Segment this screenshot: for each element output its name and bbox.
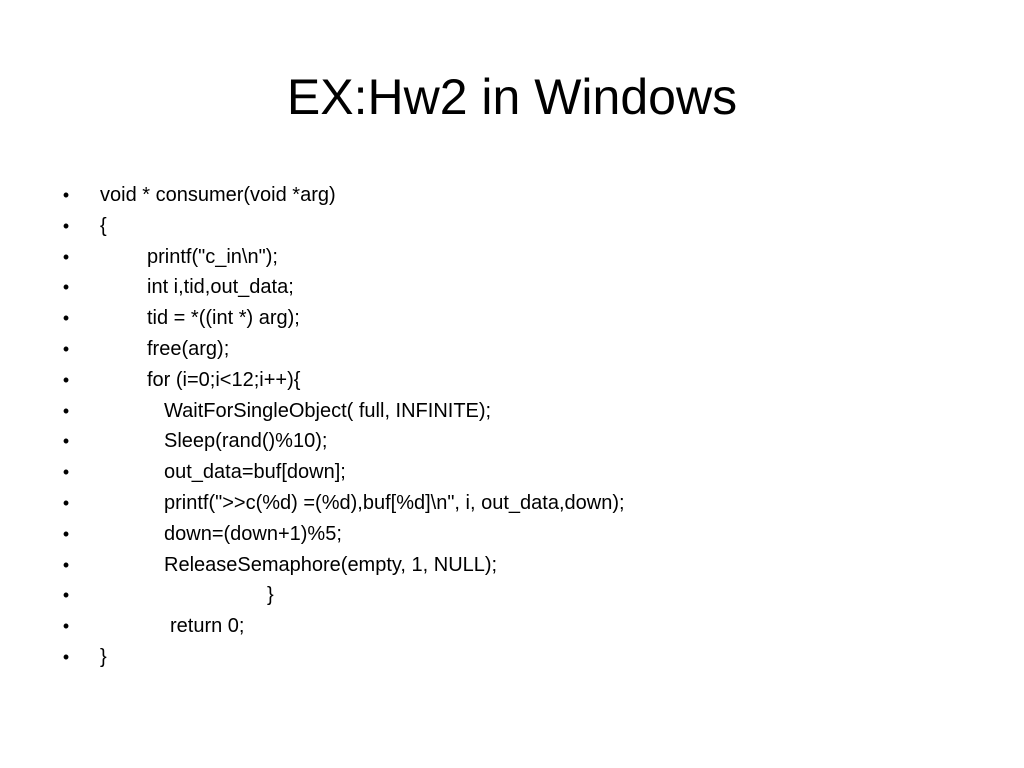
bullet-icon: • bbox=[62, 616, 70, 637]
bullet-item: • down=(down+1)%5; bbox=[60, 519, 980, 550]
bullet-item: • tid = *((int *) arg); bbox=[60, 303, 980, 334]
bullet-icon: • bbox=[62, 308, 70, 329]
bullet-item: • Sleep(rand()%10); bbox=[60, 426, 980, 457]
bullet-icon: • bbox=[62, 431, 70, 452]
bullet-icon: • bbox=[62, 400, 70, 421]
bullet-icon: • bbox=[62, 492, 70, 513]
bullet-item: • int i,tid,out_data; bbox=[60, 272, 980, 303]
code-line: return 0; bbox=[170, 615, 245, 638]
bullet-icon: • bbox=[62, 185, 70, 205]
code-line: for (i=0;i<12;i++){ bbox=[147, 368, 301, 391]
bullet-icon: • bbox=[62, 462, 70, 483]
code-bullet-list: •void * consumer(void *arg)•{•printf("c_… bbox=[60, 180, 980, 673]
code-line: free(arg); bbox=[147, 337, 230, 360]
bullet-icon: • bbox=[62, 246, 70, 267]
bullet-icon: • bbox=[62, 277, 70, 298]
code-line: out_data=buf[down]; bbox=[164, 461, 346, 484]
bullet-item: • printf("c_in\n"); bbox=[60, 242, 980, 273]
bullet-item: •} bbox=[60, 642, 980, 673]
code-line: printf("c_in\n"); bbox=[147, 245, 278, 268]
bullet-item: • ReleaseSemaphore(empty, 1, NULL); bbox=[60, 550, 980, 581]
bullet-icon: • bbox=[62, 338, 70, 359]
code-line: printf(">>c(%d) =(%d),buf[%d]\n", i, out… bbox=[164, 491, 625, 514]
bullet-icon: • bbox=[62, 646, 70, 667]
bullet-item: •} bbox=[60, 580, 980, 611]
code-line: tid = *((int *) arg); bbox=[147, 307, 300, 330]
bullet-item: • void * consumer(void *arg) bbox=[60, 180, 980, 211]
code-line: int i,tid,out_data; bbox=[147, 276, 294, 299]
code-line: WaitForSingleObject( full, INFINITE); bbox=[164, 399, 492, 422]
bullet-item: • return 0; bbox=[60, 611, 980, 642]
code-line: } bbox=[267, 584, 274, 607]
bullet-item: • printf(">>c(%d) =(%d),buf[%d]\n", i, ou… bbox=[60, 488, 980, 519]
bullet-item: • WaitForSingleObject( full, INFINITE); bbox=[60, 396, 980, 427]
bullet-item: • for (i=0;i<12;i++){ bbox=[60, 365, 980, 396]
code-line: Sleep(rand()%10); bbox=[164, 430, 328, 453]
bullet-item: • free(arg); bbox=[60, 334, 980, 365]
code-line: } bbox=[100, 645, 107, 668]
bullet-icon: • bbox=[62, 215, 70, 236]
code-line: void * consumer(void *arg) bbox=[100, 184, 336, 206]
bullet-icon: • bbox=[62, 554, 70, 575]
code-line: { bbox=[100, 214, 107, 237]
bullet-icon: • bbox=[62, 369, 70, 390]
slide-title: EX:Hw2 in Windows bbox=[286, 69, 738, 125]
bullet-item: • out_data=buf[down]; bbox=[60, 457, 980, 488]
code-line: ReleaseSemaphore(empty, 1, NULL); bbox=[164, 553, 498, 576]
bullet-icon: • bbox=[62, 523, 70, 544]
bullet-item: •{ bbox=[60, 211, 980, 242]
code-line: down=(down+1)%5; bbox=[164, 522, 342, 545]
bullet-icon: • bbox=[62, 585, 70, 606]
